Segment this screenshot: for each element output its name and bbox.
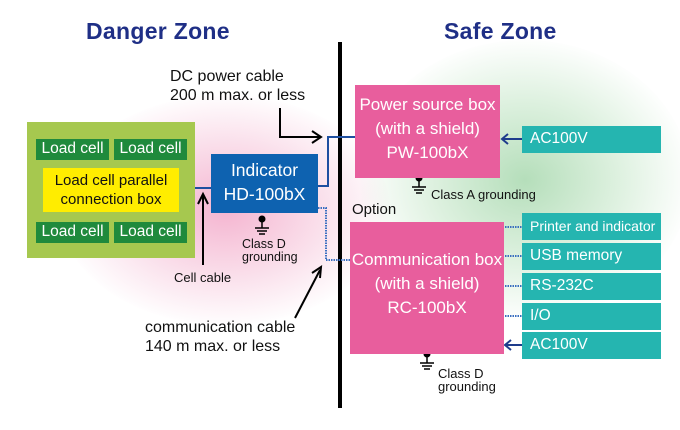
comm-grounding-label: Class D grounding <box>438 367 496 393</box>
communication-box: Communication box (with a shield) RC-100… <box>350 222 504 354</box>
comm-cable-pointer <box>294 269 321 319</box>
ground-icon-indicator <box>255 215 269 235</box>
port-rs232c: RS-232C <box>522 273 661 300</box>
comm-cable-arrowhead <box>311 265 323 279</box>
dc-power-arrowhead <box>311 130 323 144</box>
grounding-text: grounding <box>242 250 298 264</box>
power-grounding-label: Class A grounding <box>431 187 536 202</box>
parallel-box-line1: Load cell parallel <box>54 172 168 189</box>
dc-power-pointer <box>279 108 320 138</box>
dc-power-cable-label: DC power cable <box>170 68 284 85</box>
power-box-label: Power source box <box>359 95 496 114</box>
power-box-model: PW-100bX <box>386 143 469 162</box>
ac-power-arrowhead <box>500 133 509 145</box>
option-label: Option <box>352 201 397 218</box>
parallel-connection-box: Load cell parallel connection box <box>43 168 179 212</box>
port-io: I/O <box>522 303 661 330</box>
grounding-text: grounding <box>438 379 496 394</box>
load-cell: Load cell <box>114 222 187 243</box>
ac-input-power-box: AC100V <box>522 126 661 153</box>
grounding-class: Class D <box>438 366 484 381</box>
power-source-box: Power source box (with a shield) PW-100b… <box>355 85 500 178</box>
comm-box-shield: (with a shield) <box>374 274 480 293</box>
power-box-shield: (with a shield) <box>375 119 480 138</box>
communication-cable-note: communication cable 140 m max. or less <box>145 318 295 356</box>
indicator-grounding-label: Class D grounding <box>242 238 298 264</box>
zone-divider <box>338 42 342 408</box>
load-cell: Load cell <box>36 139 109 160</box>
cell-cable-label: Cell cable <box>174 270 232 285</box>
comm-wire <box>318 207 350 261</box>
port-ac-arrowhead <box>503 339 512 351</box>
indicator-model: HD-100bX <box>223 184 306 204</box>
indicator-label: Indicator <box>230 160 299 180</box>
dc-power-wire <box>318 136 356 187</box>
communication-cable-length: 140 m max. or less <box>145 338 281 355</box>
communication-cable-label: communication cable <box>145 319 296 336</box>
load-cell: Load cell <box>36 222 109 243</box>
danger-zone-title: Danger Zone <box>86 18 230 44</box>
cell-cable-arrowhead <box>197 191 209 205</box>
port-printer-indicator: Printer and indicator <box>522 213 661 240</box>
dc-power-cable-note: DC power cable 200 m max. or less <box>170 67 305 105</box>
port-ac100v: AC100V <box>522 332 661 359</box>
indicator-box: Indicator HD-100bX <box>211 154 318 213</box>
safe-zone-title: Safe Zone <box>444 18 557 44</box>
comm-box-label: Communication box <box>351 250 503 269</box>
comm-box-model: RC-100bX <box>387 298 467 317</box>
dc-power-cable-length: 200 m max. or less <box>170 87 306 104</box>
grounding-class: Class D <box>242 237 286 251</box>
load-cell: Load cell <box>114 139 187 160</box>
parallel-box-line2: connection box <box>60 191 162 208</box>
port-usb-memory: USB memory <box>522 243 661 270</box>
